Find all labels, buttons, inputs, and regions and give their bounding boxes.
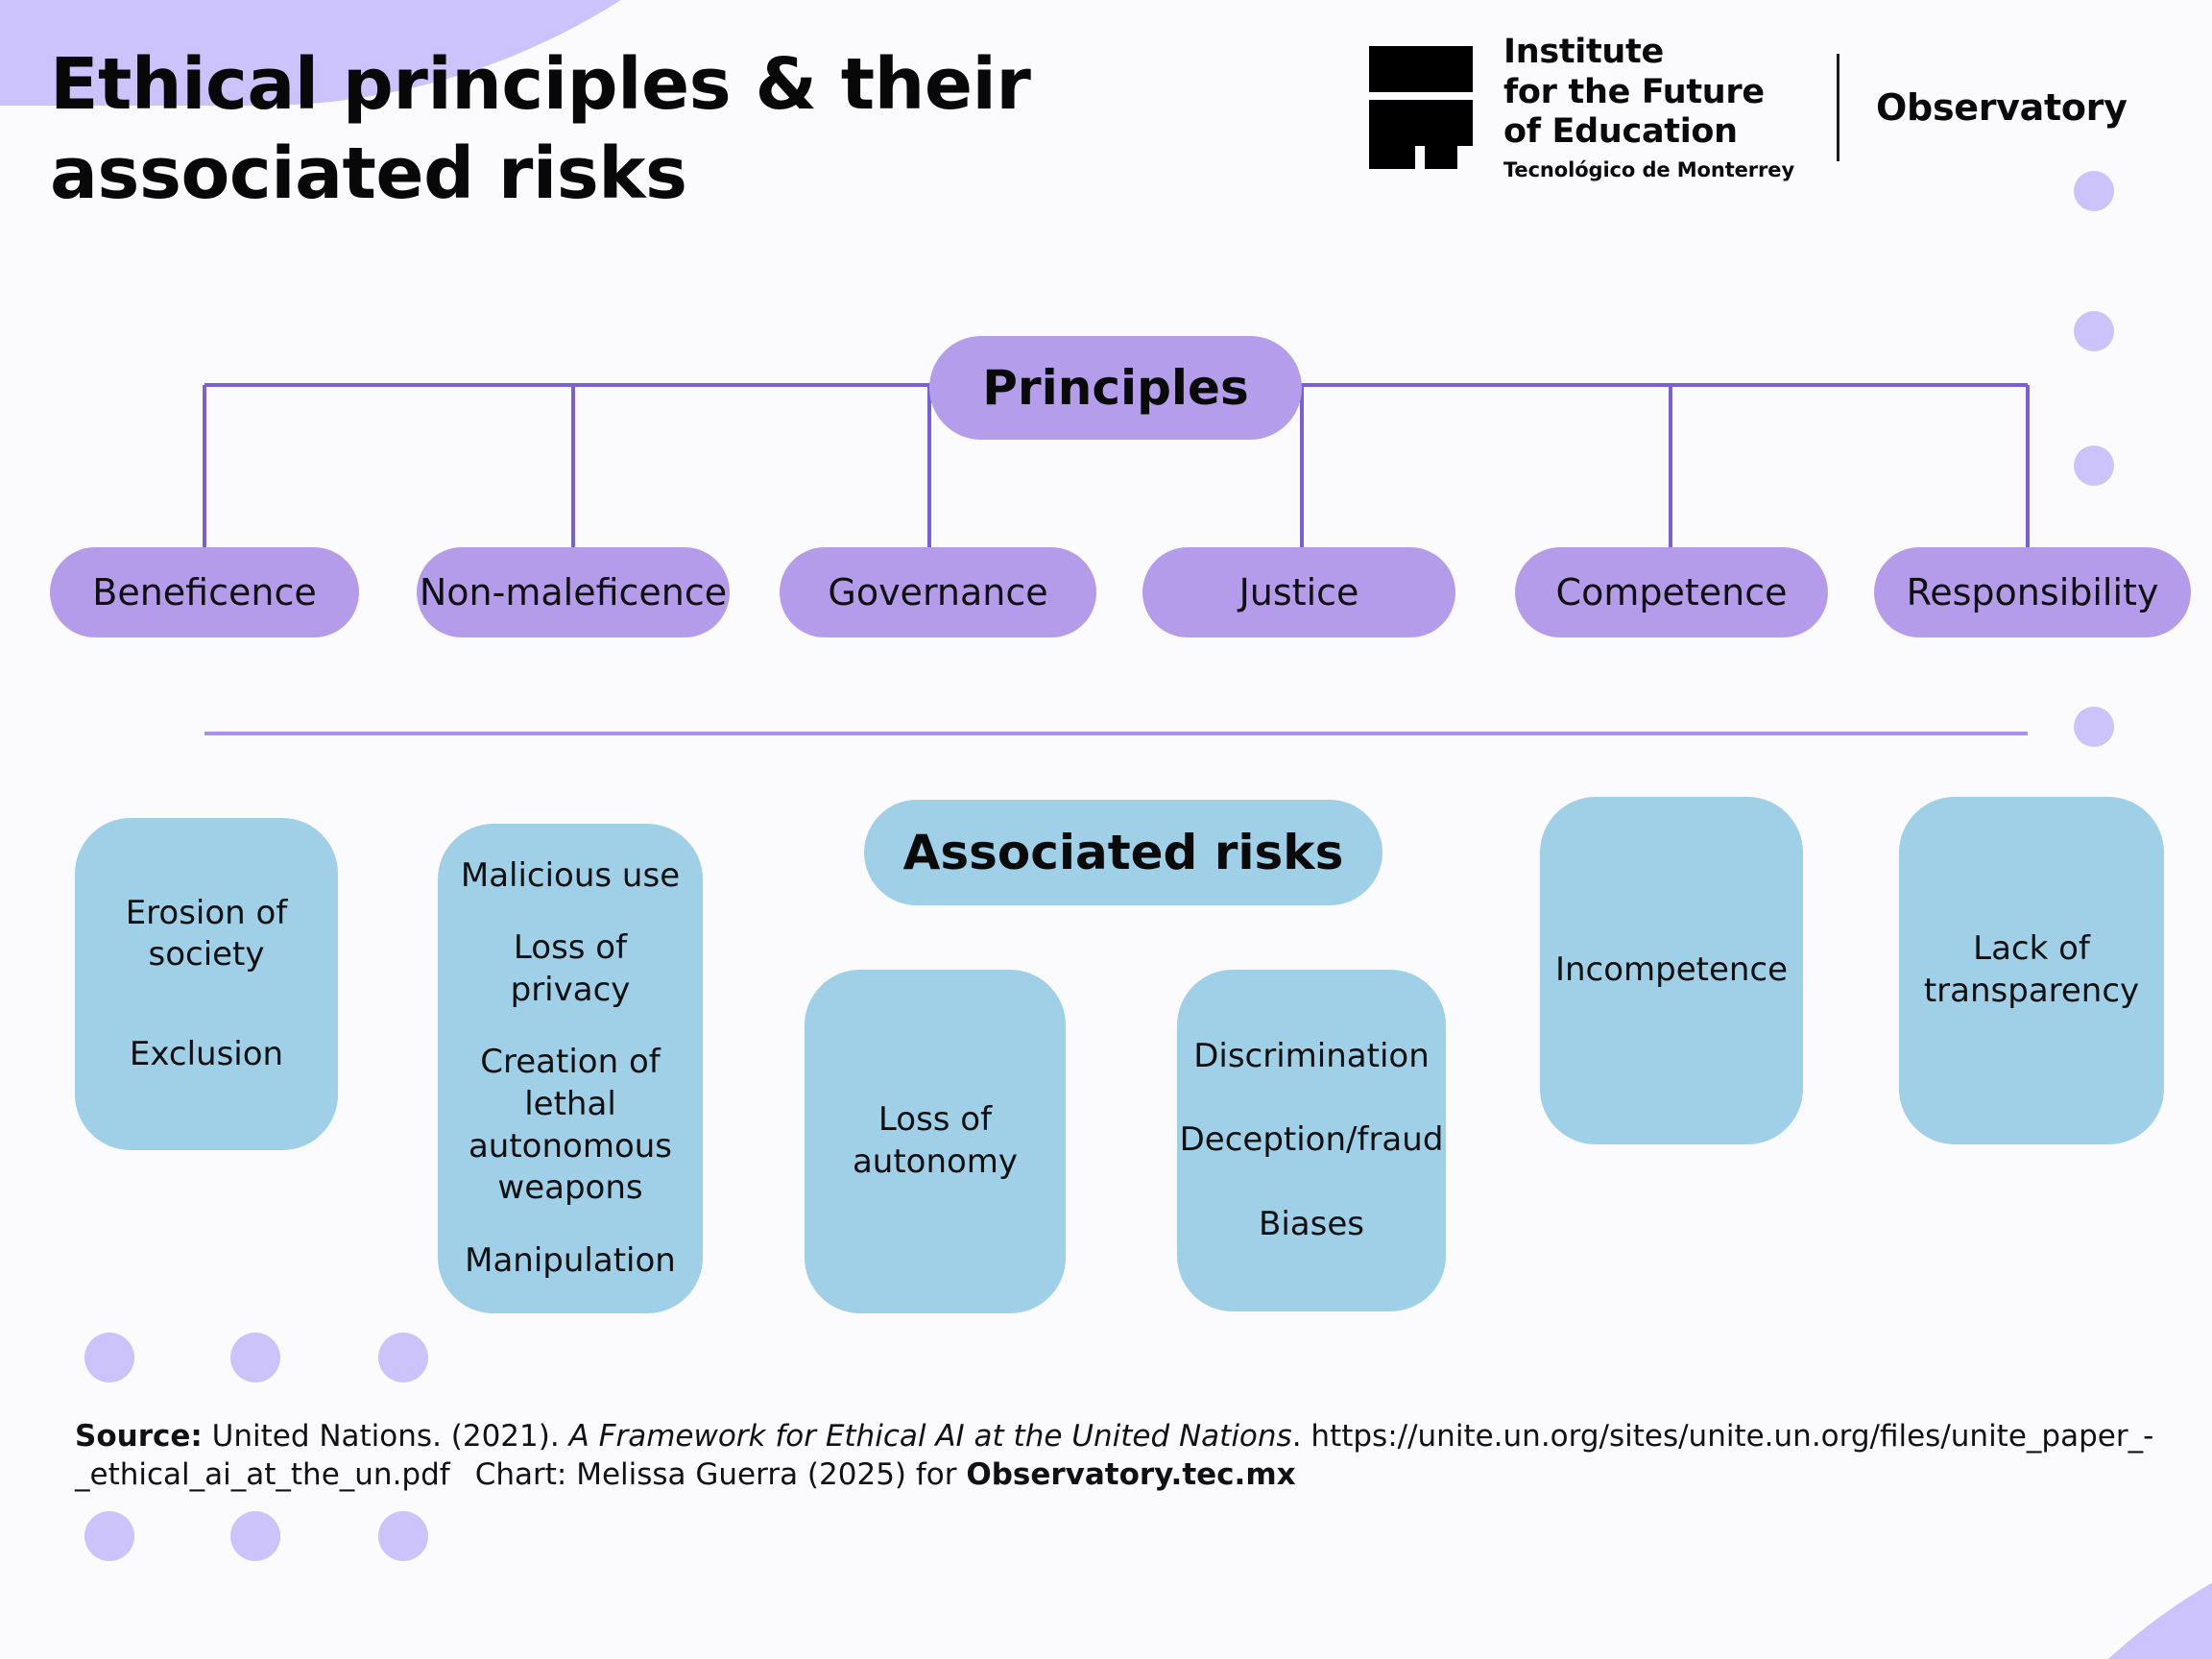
source-citation-title: A Framework for Ethical AI at the United…: [568, 1419, 1292, 1454]
principle-pill-responsibility[interactable]: Responsibility: [1874, 547, 2191, 637]
node-associated-risks[interactable]: Associated risks: [864, 800, 1382, 905]
logo-subline: Tecnológico de Monterrey: [1503, 157, 1795, 181]
principle-pill-competence[interactable]: Competence: [1515, 547, 1828, 637]
risk-item: Malicious use: [460, 855, 681, 895]
ifе-logo-icon: [1369, 45, 1473, 169]
principle-pill-beneficence[interactable]: Beneficence: [50, 547, 359, 637]
principle-label: Competence: [1555, 571, 1788, 613]
risk-item: Loss of autonomy: [852, 1100, 1019, 1181]
risk-item: Biases: [1259, 1204, 1364, 1243]
principle-label: Responsibility: [1906, 571, 2159, 613]
node-principles[interactable]: Principles: [929, 336, 1302, 440]
risk-item: Erosion of society: [125, 893, 288, 974]
observatory-wordmark: Observatory: [1876, 85, 2128, 129]
principle-label: Non-maleficence: [419, 571, 728, 613]
logo-lockup: Institute for the Future of Education Te…: [1367, 33, 2128, 182]
decorative-dot: [378, 1511, 428, 1561]
logo-wordmark: Institute for the Future of Education Te…: [1503, 33, 1794, 182]
source-citation-url: . https://unite.un.org/sites/unite.un.or…: [75, 1419, 2154, 1493]
decorative-dot: [2074, 171, 2114, 211]
risk-box-responsibility[interactable]: Lack of transparency: [1899, 797, 2164, 1144]
principle-label: Justice: [1238, 571, 1359, 613]
logo-line-3: of Education: [1503, 112, 1738, 152]
principle-label: Governance: [828, 571, 1048, 613]
risk-box-non-maleficence[interactable]: Malicious use Loss of privacy Creation o…: [438, 824, 703, 1313]
principle-pill-non-maleficence[interactable]: Non-maleficence: [417, 547, 730, 637]
risk-box-competence[interactable]: Incompetence: [1540, 797, 1803, 1144]
source-citation-plain: United Nations. (2021).: [202, 1419, 569, 1454]
decorative-dot: [84, 1511, 134, 1561]
decorative-dot: [230, 1333, 280, 1382]
decorative-dot: [230, 1511, 280, 1561]
logo-line-1: Institute: [1503, 33, 1664, 71]
principle-label: Beneficence: [92, 571, 317, 613]
risk-item: Lack of transparency: [1923, 929, 2140, 1010]
risk-box-governance[interactable]: Loss of autonomy: [805, 970, 1066, 1313]
risk-item: Deception/fraud: [1179, 1120, 1444, 1160]
risk-item: Incompetence: [1554, 950, 1789, 990]
decorative-dot: [2074, 311, 2114, 351]
risk-item: Creation of lethal autonomous weapons: [468, 1043, 673, 1208]
decorative-dot: [2074, 445, 2114, 486]
principle-pill-justice[interactable]: Justice: [1142, 547, 1455, 637]
chart-credit-brand: Observatory.tec.mx: [966, 1457, 1296, 1493]
logo-divider: [1837, 53, 1840, 161]
chart-credit-prefix: Chart: Melissa Guerra (2025) for: [474, 1457, 967, 1493]
risk-box-beneficence[interactable]: Erosion of society Exclusion: [75, 818, 338, 1150]
logo-line-2: for the Future: [1503, 72, 1765, 111]
page-title: Ethical principles & their associated ri…: [50, 43, 1031, 216]
risk-box-justice[interactable]: Discrimination Deception/fraud Biases: [1177, 970, 1446, 1311]
decorative-dot: [84, 1333, 134, 1382]
risk-item: Discrimination: [1193, 1036, 1430, 1075]
risk-item: Manipulation: [465, 1240, 676, 1280]
decorative-dot: [2074, 707, 2114, 747]
risk-item: Exclusion: [129, 1034, 284, 1073]
principle-pill-governance[interactable]: Governance: [780, 547, 1096, 637]
decorative-dot: [378, 1333, 428, 1382]
risk-item: Loss of privacy: [510, 928, 631, 1009]
source-footnote: Source: United Nations. (2021). A Framew…: [75, 1417, 2158, 1495]
source-label: Source:: [75, 1419, 203, 1454]
